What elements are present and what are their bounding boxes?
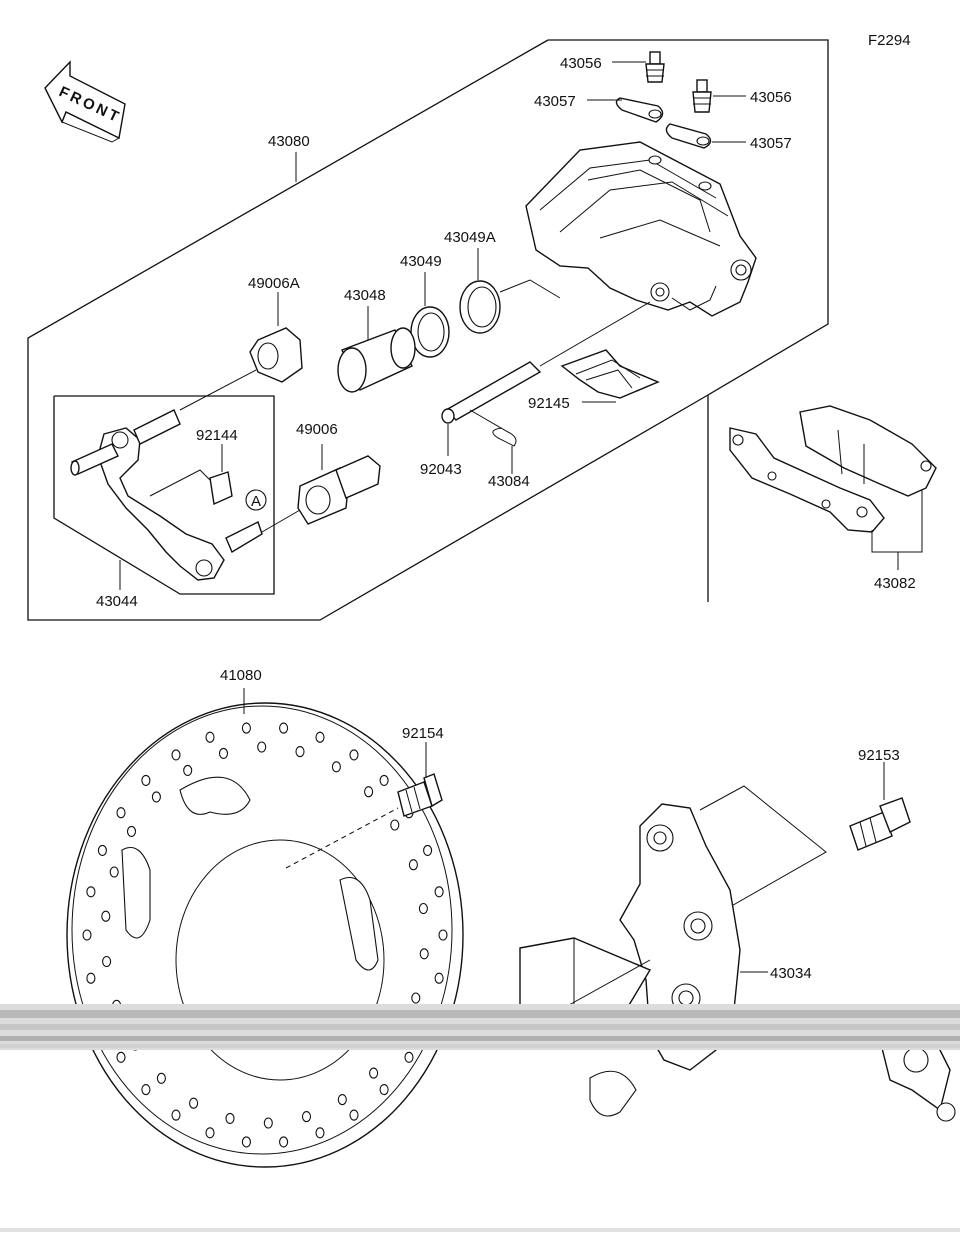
disc-vent-hole [279,1136,289,1148]
callout-92154: 92154 [402,725,444,742]
callout-92153: 92153 [858,747,900,764]
callout-43057-right: 43057 [750,135,792,152]
pad-retainer-92144 [209,471,233,506]
callout-92043: 92043 [420,461,462,478]
caliper-bracket-43044 [70,409,263,581]
disc-vent-hole [171,749,181,761]
disc-vent-hole [183,764,193,776]
disc-vent-hole [408,859,418,871]
disc-vent-hole [116,1051,126,1063]
disc-vent-hole [225,1112,235,1124]
piston-seal-43049 [410,306,450,358]
pad-spring-92145 [560,349,660,399]
disc-vent-hole [263,1117,273,1129]
disc-vent-hole [434,886,444,898]
disc-vent-hole [205,731,215,743]
disc-vent-hole [423,844,433,856]
callout-41080: 41080 [220,667,262,684]
callout-43056-right: 43056 [750,89,792,106]
disc-vent-hole [411,992,421,1004]
callout-43049: 43049 [400,253,442,270]
disc-vent-hole [301,1111,312,1123]
brake-pads-43082 [729,405,937,533]
disc-vent-hole [82,929,92,941]
reference-marker-a: A [245,489,267,511]
clip-43084 [469,409,517,447]
disc-vent-hole [279,722,289,734]
caliper-body [525,141,757,317]
front-arrow-icon: FRONT [44,60,126,143]
disc-vent-hole [418,902,428,915]
disc-vent-hole [369,1067,379,1079]
disc-vent-hole [97,844,107,856]
disc-vent-hole [379,1084,389,1096]
callout-92145: 92145 [528,395,570,412]
disc-vent-hole [257,741,267,753]
disc-bolt-92154 [397,773,443,817]
callout-43034: 43034 [770,965,812,982]
bleeder-cap-left [615,97,664,123]
disc-vent-hole [241,1136,251,1148]
disc-vent-hole [404,1051,414,1063]
callout-43056-left: 43056 [560,55,602,72]
boot-49006A [249,327,303,383]
assembly-frame-43080 [548,39,829,602]
callout-43048: 43048 [344,287,386,304]
disc-vent-hole [379,774,389,786]
disc-vent-hole [295,746,305,758]
disc-vent-hole [241,722,251,734]
disc-vent-hole [102,955,112,968]
piston-43048 [337,327,416,393]
disc-vent-hole [171,1109,181,1121]
disc-vent-hole [101,910,111,922]
caliper-pin [441,361,542,424]
disc-vent-hole [189,1097,199,1109]
callout-43084: 43084 [488,473,530,490]
disc-vent-hole [141,774,151,786]
callout-43057-left: 43057 [534,93,576,110]
bleeder-valve-right [692,79,712,113]
callout-49006: 49006 [296,421,338,438]
disc-vent-hole [434,972,444,984]
caliper-holder-43034 [519,803,956,1122]
disc-vent-hole [205,1127,215,1139]
callout-43044: 43044 [96,593,138,610]
disc-vent-hole [419,948,429,960]
disc-vent-hole [337,1094,347,1106]
disc-vent-hole [364,786,374,798]
bracket-frame-43044 [53,395,275,595]
bracket-bolt-92153 [849,797,911,851]
callout-43049A: 43049A [444,229,496,246]
scan-noise-band [0,1004,960,1232]
disc-vent-hole [390,819,400,831]
bleeder-cap-right [665,123,712,149]
disc-vent-hole [315,731,325,743]
disc-vent-hole [349,749,359,761]
callout-43080: 43080 [268,133,310,150]
disc-vent-hole [315,1127,325,1139]
callout-43082: 43082 [874,575,916,592]
disc-vent-hole [116,807,126,819]
reference-marker-label: A [251,493,261,510]
disc-vent-hole [218,747,229,759]
piston-seal-43049A [459,280,501,334]
callout-49006A: 49006A [248,275,300,292]
callout-92144: 92144 [196,427,238,444]
assembly-frame-left [27,39,709,621]
brake-disc-41080 [66,702,637,1168]
disc-vent-hole [86,886,96,898]
disc-vent-hole [141,1084,151,1096]
disc-vent-hole [126,825,137,837]
disc-vent-hole [156,1072,166,1084]
boot-49006 [297,455,381,525]
disc-vent-hole [109,866,119,878]
diagram-code: F2294 [868,32,911,49]
disc-vent-hole [438,929,448,941]
disc-vent-hole [349,1109,359,1121]
disc-vent-hole [86,972,96,984]
disc-vent-hole [331,761,341,773]
disc-vent-hole [151,791,161,803]
bleeder-valve-left [645,51,665,83]
